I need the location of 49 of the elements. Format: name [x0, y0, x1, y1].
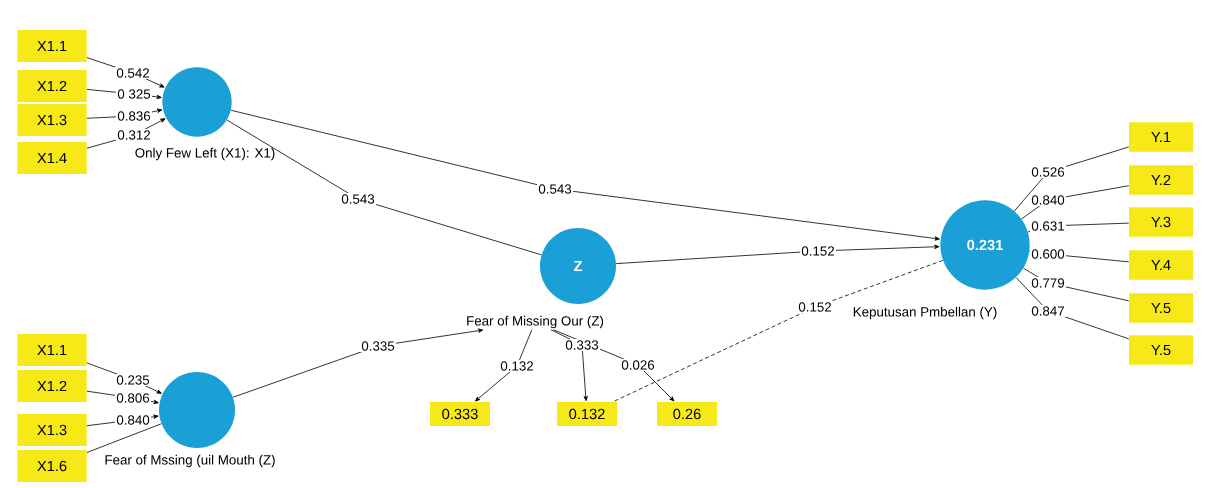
indicator-box: Y.5 [1129, 293, 1193, 323]
indicator-box: Y.3 [1129, 207, 1193, 237]
indicator-box: X1.1 [17, 30, 87, 62]
indicator-box: X1.1 [17, 334, 87, 366]
edge-label: 0 325 [116, 87, 153, 101]
construct-label: Only Few Left (X1): X1) [135, 147, 275, 161]
indicator-box: X1.2 [17, 70, 87, 102]
construct-label: Keputusan Pmbellan (Y) [853, 306, 997, 320]
indicator-box: 0.132 [557, 402, 617, 426]
indicator-box: Y.4 [1129, 250, 1193, 280]
edge-label: 0.840 [1030, 193, 1066, 207]
edge-label: 0.600 [1030, 247, 1066, 261]
indicator-box: X1.4 [17, 142, 87, 174]
indicator-box: Y.5 [1129, 335, 1193, 365]
edge-label: 0.836 [116, 109, 153, 123]
indicator-box: X1.6 [17, 450, 87, 482]
path-arrow [550, 329, 588, 402]
edge-label: 0.779 [1030, 276, 1066, 290]
edge-label: 0.526 [1030, 165, 1066, 179]
edge-label: 0.312 [116, 128, 153, 142]
edge-label: 0.152 [800, 244, 837, 258]
indicator-box: 0.26 [657, 402, 717, 426]
indicator-box: X1.2 [17, 370, 87, 402]
indicator-box: Y.1 [1129, 122, 1193, 152]
indicator-box: X1.3 [17, 104, 87, 136]
edge-label: 0.026 [620, 358, 656, 372]
edge-label: 0.152 [797, 300, 834, 314]
node-label: X1.2 [37, 80, 67, 92]
edge-label: 0.543 [340, 192, 377, 206]
edge-label: 0.847 [1030, 304, 1066, 318]
edge-label: 0.840 [115, 413, 152, 427]
indicator-box: X1.3 [17, 414, 87, 446]
node-label: X1.3 [37, 114, 67, 126]
edge-label: 0.333 [564, 338, 601, 352]
path-arrow [230, 109, 940, 241]
construct-label: Fear of Missing Our (Z) [467, 315, 604, 329]
path-arrow [232, 328, 484, 398]
edge-label: 0.542 [115, 66, 152, 80]
edge-label: 0.806 [115, 391, 152, 405]
edge-label: 0.235 [115, 373, 152, 387]
path-arrow [615, 244, 940, 264]
edge-label: 0.631 [1030, 219, 1066, 233]
indicator-box: Y.2 [1129, 165, 1193, 195]
edge-label: 0.543 [537, 182, 574, 196]
edge-label: 0.335 [360, 339, 397, 353]
construct-label: Fear of Mssing (uil Mouth (Z) [105, 454, 275, 468]
path-arrow [475, 329, 533, 402]
indicator-box: 0.333 [430, 402, 490, 426]
edge-label: 0.132 [499, 359, 536, 373]
